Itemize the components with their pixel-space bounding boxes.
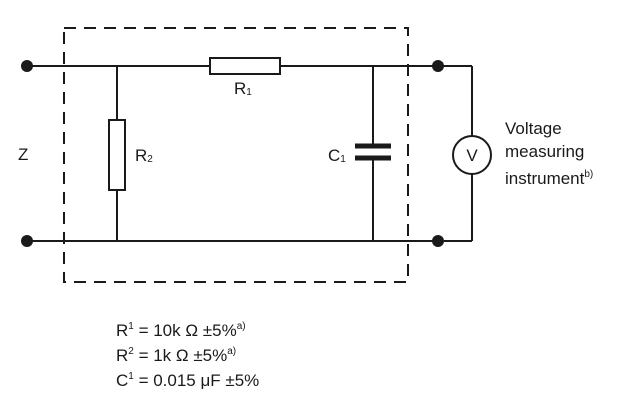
note-r2-ref: a) [227,346,237,357]
c1-label: C1 [328,147,346,165]
voltmeter-symbol: V [466,146,478,165]
impedance-label: Z [18,146,28,163]
resistor-r2 [108,119,126,191]
c1-label-main: C [328,146,341,165]
note-r1-value: = 10k Ω ±5% [133,321,237,340]
note-r2-sym: R [116,346,129,365]
note-r2-sup: 2 [128,346,134,357]
component-values: R1 = 10k Ω ±5%a) R2 = 1k Ω ±5%a) C1 = 0.… [116,316,259,391]
resistor-r1 [209,57,281,75]
meter-line-1: Voltage [505,119,562,138]
r1-label-sub: 1 [246,87,252,98]
c1-label-sub: 1 [340,154,346,165]
note-r2-value: = 1k Ω ±5% [133,346,228,365]
note-c1-value: = 0.015 μF ±5% [133,371,260,390]
r2-label-main: R [135,146,148,165]
note-c1-sup: 1 [128,371,134,382]
note-c1: C1 = 0.015 μF ±5% [116,366,259,391]
r1-label-main: R [234,79,247,98]
r2-label-sub: 2 [147,154,153,165]
note-r1-ref: a) [236,321,246,332]
r1-label: R1 [234,80,252,98]
terminal-right-top [432,60,444,72]
meter-description: Voltage measuring instrumentb) [505,117,593,190]
r2-label: R2 [135,147,153,165]
terminal-right-bottom [432,235,444,247]
meter-line-3-main: instrument [505,169,585,188]
meter-line-2: measuring [505,142,585,161]
note-c1-sym: C [116,371,129,390]
impedance-label-text: Z [18,145,29,164]
note-r1: R1 = 10k Ω ±5%a) [116,316,259,341]
terminal-left-bottom [21,235,33,247]
meter-line-3: instrumentb) [505,163,593,190]
terminal-left-top [21,60,33,72]
note-r1-sym: R [116,321,129,340]
note-r2: R2 = 1k Ω ±5%a) [116,341,259,366]
note-r1-sup: 1 [128,321,134,332]
meter-footnote-ref: b) [584,169,594,180]
enclosure-dashed-box [63,27,409,283]
